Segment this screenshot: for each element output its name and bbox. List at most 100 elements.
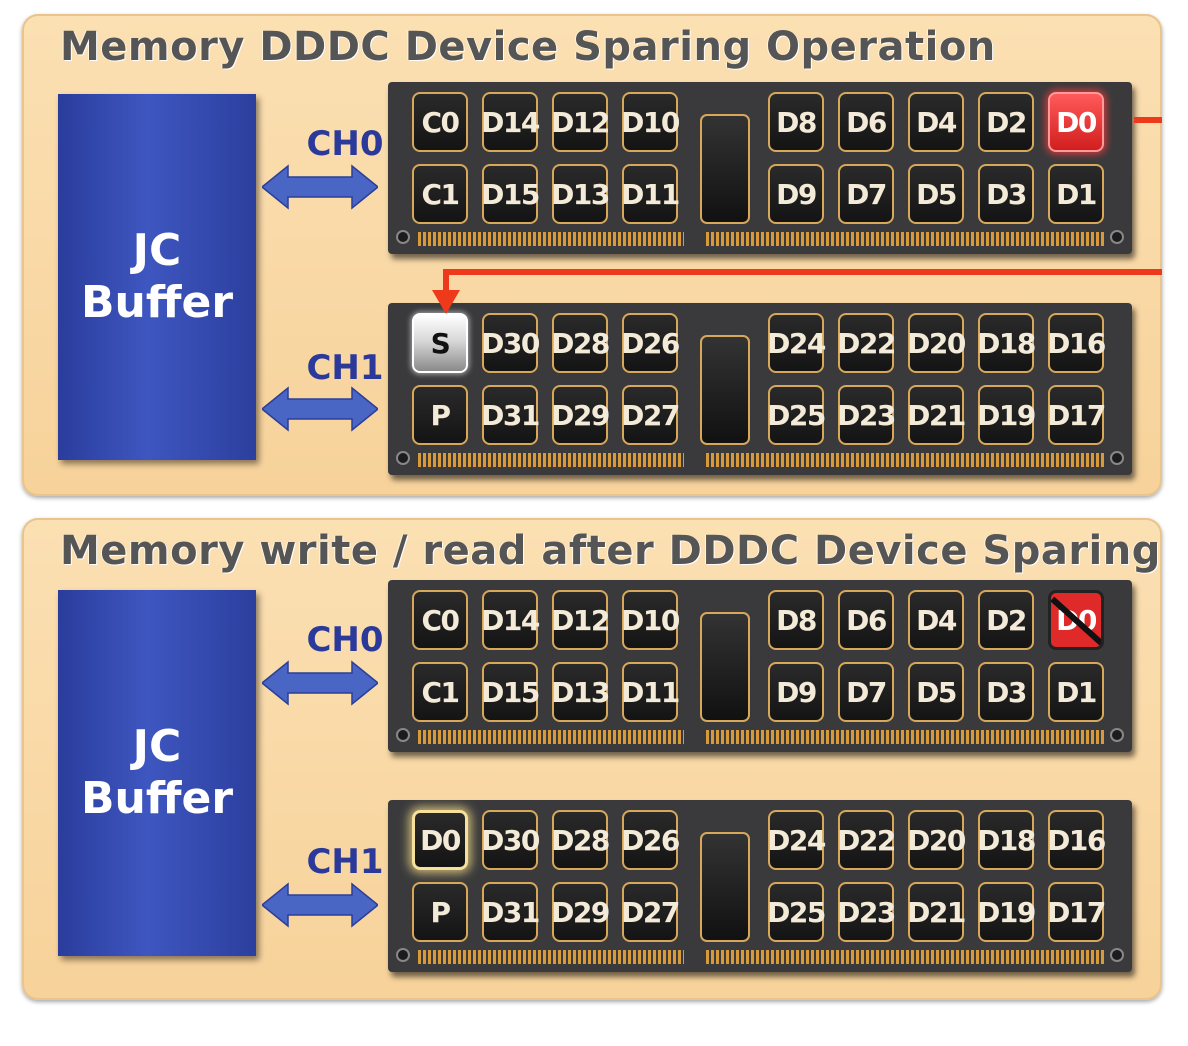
- memory-device-chip: D5: [908, 662, 964, 722]
- channel-label-ch0: CH0: [306, 620, 384, 660]
- memory-device-chip: D3: [978, 164, 1034, 224]
- memory-device-chip: D27: [621, 882, 680, 942]
- double-arrow-icon: [262, 660, 378, 706]
- memory-device-chip: D21: [907, 385, 966, 445]
- memory-device-chip: D16: [1047, 313, 1106, 373]
- memory-device-chip: D6: [838, 590, 894, 650]
- mounting-hole: [396, 728, 410, 742]
- memory-device-chip: D5: [908, 164, 964, 224]
- memory-device-chip: D19: [977, 882, 1036, 942]
- memory-device-chip: D9: [768, 164, 824, 224]
- mounting-hole: [1110, 230, 1124, 244]
- dimm-ch0: C0D14D12D10D8D6D4D2D0C1D15D13D11D9D7D5D3…: [388, 580, 1132, 752]
- memory-device-chip: D2: [978, 590, 1034, 650]
- memory-device-chip: C1: [412, 164, 468, 224]
- memory-device-chip: D23: [837, 385, 896, 445]
- memory-device-chip: D1: [1048, 662, 1104, 722]
- memory-device-chip: C1: [412, 662, 468, 722]
- gold-contacts-right: [706, 950, 1104, 964]
- memory-device-chip: C0: [412, 92, 468, 152]
- memory-device-chip: D1: [1048, 164, 1104, 224]
- memory-device-chip: D24: [767, 313, 826, 373]
- memory-device-chip: P: [412, 882, 468, 942]
- double-arrow-icon: [262, 386, 378, 432]
- buffer-label-line2: Buffer: [80, 277, 234, 328]
- memory-device-chip: D24: [767, 810, 826, 870]
- buffer-label-line1: JC: [132, 721, 182, 772]
- memory-device-chip: D14: [481, 92, 540, 152]
- jc-buffer: JC Buffer: [58, 94, 256, 460]
- memory-device-chip: D29: [551, 385, 610, 445]
- spare-device-chip: S: [412, 313, 468, 373]
- memory-device-chip: D2: [978, 92, 1034, 152]
- memory-device-chip: D30: [481, 810, 540, 870]
- memory-device-chip: D15: [481, 164, 540, 224]
- memory-device-chip: D23: [837, 882, 896, 942]
- memory-device-chip: D7: [838, 164, 894, 224]
- gold-contacts-left: [418, 453, 684, 467]
- memory-device-chip: P: [412, 385, 468, 445]
- memory-device-chip: D25: [767, 882, 826, 942]
- buffer-label-line2: Buffer: [80, 773, 234, 824]
- gold-contacts-left: [418, 232, 684, 246]
- memory-device-chip: D31: [481, 882, 540, 942]
- memory-device-chip: D12: [551, 92, 610, 152]
- register-chip: [700, 612, 750, 722]
- double-arrow-icon: [262, 164, 378, 210]
- memory-device-chip: D27: [621, 385, 680, 445]
- panel-title: Memory DDDC Device Sparing Operation: [60, 24, 996, 70]
- memory-device-chip: D13: [551, 662, 610, 722]
- memory-device-chip: D13: [551, 164, 610, 224]
- memory-device-chip: D4: [908, 92, 964, 152]
- memory-device-chip: D20: [907, 313, 966, 373]
- jc-buffer: JC Buffer: [58, 590, 256, 956]
- mounting-hole: [396, 230, 410, 244]
- memory-device-chip: D14: [481, 590, 540, 650]
- memory-device-chip: D28: [551, 810, 610, 870]
- memory-device-chip: D26: [621, 810, 680, 870]
- memory-device-chip: D30: [481, 313, 540, 373]
- failed-device-chip: D0: [1048, 92, 1104, 152]
- channel-label-ch1: CH1: [306, 842, 384, 882]
- mounting-hole: [1110, 948, 1124, 962]
- memory-device-chip: D3: [978, 662, 1034, 722]
- memory-device-chip: D28: [551, 313, 610, 373]
- mounting-hole: [396, 948, 410, 962]
- memory-device-chip: D9: [768, 662, 824, 722]
- memory-device-chip: D8: [768, 92, 824, 152]
- memory-device-chip: D18: [977, 810, 1036, 870]
- panel-title: Memory write / read after DDDC Device Sp…: [60, 528, 1161, 574]
- memory-device-chip: D4: [908, 590, 964, 650]
- memory-device-chip: D20: [907, 810, 966, 870]
- register-chip: [700, 335, 750, 445]
- gold-contacts-left: [418, 950, 684, 964]
- gold-contacts-left: [418, 730, 684, 744]
- memory-device-chip: C0: [412, 590, 468, 650]
- memory-device-chip: D6: [838, 92, 894, 152]
- memory-device-chip: D10: [621, 590, 680, 650]
- memory-device-chip: D22: [837, 810, 896, 870]
- memory-device-chip: D26: [621, 313, 680, 373]
- memory-device-chip: D7: [838, 662, 894, 722]
- mounting-hole: [1110, 451, 1124, 465]
- double-arrow-icon: [262, 882, 378, 928]
- register-chip: [700, 114, 750, 224]
- memory-device-chip: D25: [767, 385, 826, 445]
- memory-device-chip: D11: [621, 662, 680, 722]
- mounting-hole: [396, 451, 410, 465]
- memory-device-chip: D21: [907, 882, 966, 942]
- memory-device-chip: D17: [1047, 385, 1106, 445]
- memory-device-chip: D22: [837, 313, 896, 373]
- mounting-hole: [1110, 728, 1124, 742]
- gold-contacts-right: [706, 730, 1104, 744]
- buffer-label-line1: JC: [132, 225, 182, 276]
- register-chip: [700, 832, 750, 942]
- memory-device-chip: D11: [621, 164, 680, 224]
- memory-device-chip: D15: [481, 662, 540, 722]
- memory-device-chip: D18: [977, 313, 1036, 373]
- memory-device-chip: D12: [551, 590, 610, 650]
- memory-device-chip: D19: [977, 385, 1036, 445]
- memory-device-chip: D8: [768, 590, 824, 650]
